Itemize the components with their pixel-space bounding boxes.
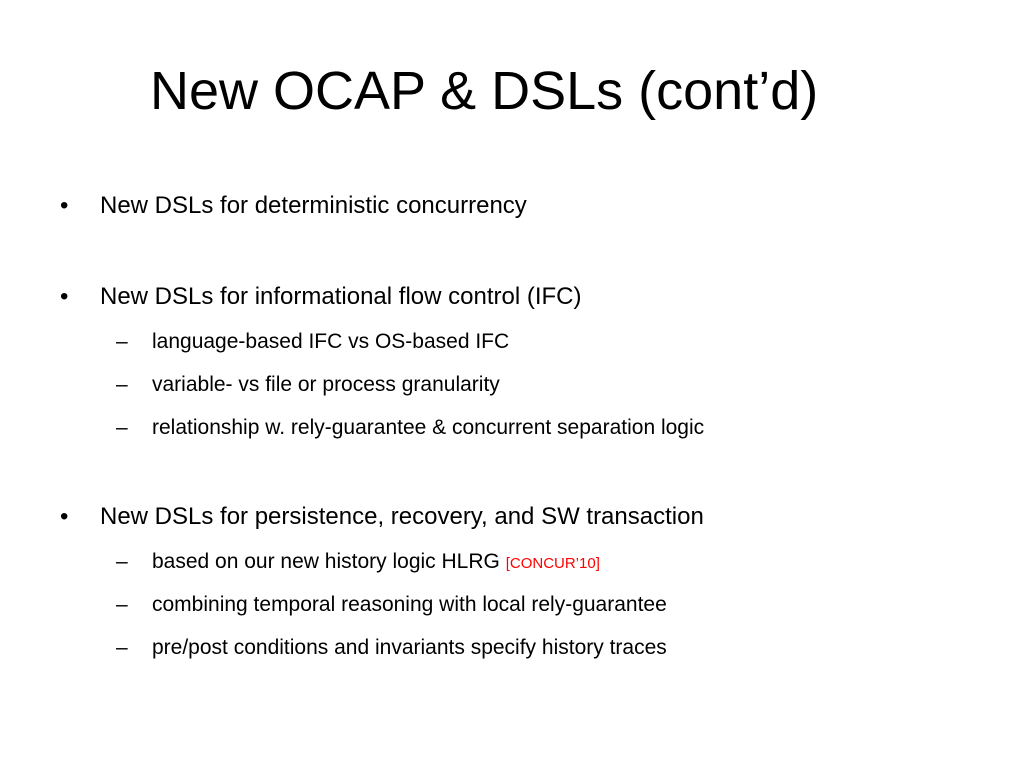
sub-bullet-line: based on our new history logic HLRG [CON… [152, 549, 600, 574]
citation-ref: [CONCUR’10] [505, 555, 600, 572]
sub-bullet-marker: – [116, 593, 128, 616]
bullet-text: New DSLs for informational flow control … [100, 283, 582, 310]
bullet-marker: • [60, 503, 69, 530]
sub-bullet-text: combining temporal reasoning with local … [152, 593, 667, 616]
sub-bullet-marker: – [116, 416, 128, 439]
bullet-marker: • [60, 192, 69, 219]
bullet-text: New DSLs for persistence, recovery, and … [100, 503, 704, 530]
sub-bullet-text: relationship w. rely-guarantee & concurr… [152, 416, 705, 439]
sub-bullet-marker: – [116, 330, 128, 353]
sub-bullet-text: pre/post conditions and invariants speci… [152, 636, 667, 659]
sub-bullet-text: variable- vs file or process granularity [152, 373, 500, 396]
sub-bullet-marker: – [116, 636, 128, 659]
bullet-marker: • [60, 283, 69, 310]
sub-bullet-text: language-based IFC vs OS-based IFC [152, 330, 510, 353]
slide-title: New OCAP & DSLs (cont’d) [150, 61, 819, 121]
sub-bullet-text: based on our new history logic HLRG [152, 550, 500, 573]
bullet-text: New DSLs for deterministic concurrency [100, 192, 527, 219]
sub-bullet-marker: – [116, 550, 128, 573]
sub-bullet-marker: – [116, 373, 128, 396]
